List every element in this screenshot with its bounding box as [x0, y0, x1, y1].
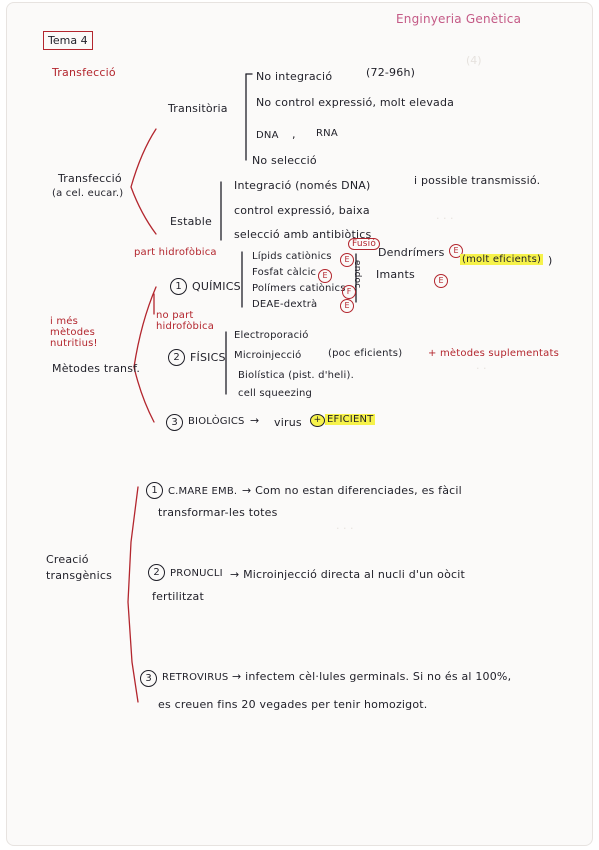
- transitoria-item: No control expressió, molt elevada: [256, 96, 455, 109]
- estable-item: i possible transmissió.: [414, 174, 541, 187]
- fisics-item: cell squeezing: [238, 388, 313, 399]
- quimics-badge: E: [318, 269, 332, 283]
- fisics-number: 2: [168, 349, 185, 366]
- fisics-item: Biolística (pist. d'heli).: [238, 370, 354, 381]
- bracket-transfeccio: [130, 128, 157, 235]
- fisics-note-red: + mètodes suplementats: [428, 348, 560, 359]
- transfeccio-sublabel: (a cel. eucar.): [52, 188, 124, 199]
- biologics-highlight-wrap: +EFICIENT: [310, 414, 376, 427]
- biologics-number: 3: [166, 414, 183, 431]
- quimics-highlight: (molt eficients): [460, 254, 544, 265]
- quimics-badge: E: [340, 299, 354, 313]
- estable-label: Estable: [170, 215, 212, 228]
- note-metodes-nutritius: i més mètodes nutritius!: [50, 316, 98, 349]
- metodes-label: Mètodes transf.: [52, 362, 141, 375]
- transfeccio-label: Transfecció: [58, 172, 122, 185]
- bracket-metodes: [133, 286, 157, 423]
- fisics-note: (poc eficients): [328, 348, 403, 359]
- biologics-value: virus: [274, 416, 302, 429]
- transitoria-item: No selecció: [252, 154, 317, 167]
- creacio-label: Creació transgènics: [46, 553, 113, 582]
- bracket-lines: [127, 73, 357, 703]
- notebook-page: (4) · · · · · · · · Enginyeria Genètica …: [6, 2, 593, 846]
- creacio-text: fertilitzat: [152, 590, 204, 603]
- page-title: Enginyeria Genètica: [396, 12, 522, 26]
- note-hidrofobics: part hidrofòbica: [134, 247, 217, 258]
- creacio-text: → infectem cèl·lules germinals. Si no és…: [232, 670, 512, 683]
- biologics-arrow: →: [250, 414, 260, 427]
- quimics-right-badge: E: [434, 274, 448, 288]
- quimics-item: Fosfat càlcic: [252, 267, 317, 278]
- quimics-right-item: Dendrímers: [378, 246, 445, 259]
- fisics-item: Microinjecció: [234, 350, 302, 361]
- quimics-label: QUÍMICS: [192, 280, 241, 293]
- quimics-right-badge: E: [449, 244, 463, 258]
- note-endoc: endoc.: [352, 260, 362, 292]
- quimics-number: 1: [170, 278, 187, 295]
- bracket-creacio: [127, 486, 139, 703]
- transitoria-separator: ,: [292, 128, 296, 141]
- creacio-title: PRONUCLI: [170, 568, 223, 579]
- note-fusio: Fusió: [348, 238, 381, 250]
- bleed-through: · · ·: [336, 522, 354, 535]
- quimics-right-item: Imants: [376, 268, 415, 281]
- creacio-text: transformar-les totes: [158, 506, 278, 519]
- creacio-text: es creuen fins 20 vegades per tenir homo…: [158, 698, 428, 711]
- tema-box: Tema 4: [43, 31, 93, 50]
- creacio-number: 2: [148, 564, 165, 581]
- transitoria-item: DNA: [256, 130, 279, 141]
- section-title: Transfecció: [52, 66, 116, 79]
- creacio-text: → Microinjecció directa al nucli d'un oò…: [230, 568, 466, 581]
- quimics-item: Polímers catiònics: [252, 283, 346, 294]
- creacio-number: 3: [140, 670, 157, 687]
- estable-item: Integració (només DNA): [234, 179, 371, 192]
- creacio-title: RETROVIRUS: [162, 672, 229, 683]
- transitoria-item: RNA: [316, 128, 338, 139]
- fisics-label: FÍSICS: [190, 351, 226, 364]
- quimics-badge: E: [340, 253, 354, 267]
- creacio-number: 1: [146, 482, 163, 499]
- transitoria-label: Transitòria: [168, 102, 228, 115]
- estable-item: control expressió, baixa: [234, 204, 370, 217]
- bleed-through: (4): [466, 54, 482, 67]
- quimics-close-paren: ): [548, 254, 553, 267]
- biologics-label: BIOLÒGICS: [188, 416, 245, 427]
- transitoria-item: (72-96h): [366, 66, 416, 79]
- transitoria-item: No integració: [256, 70, 333, 83]
- estable-item: selecció amb antibiòtics: [234, 228, 372, 241]
- note-no-part: no part hidrofòbica: [156, 310, 215, 332]
- quimics-item: Lípids catiònics: [252, 251, 332, 262]
- quimics-badge: F: [342, 285, 356, 299]
- bleed-through: · · ·: [436, 212, 454, 225]
- creacio-text: → Com no estan diferenciades, es fàcil: [242, 484, 462, 497]
- fisics-item: Electroporació: [234, 330, 309, 341]
- quimics-item: DEAE-dextrà: [252, 299, 318, 310]
- bleed-through: · ·: [476, 362, 487, 375]
- plus-badge: +: [310, 414, 325, 427]
- creacio-title: C.MARE EMB.: [168, 486, 238, 497]
